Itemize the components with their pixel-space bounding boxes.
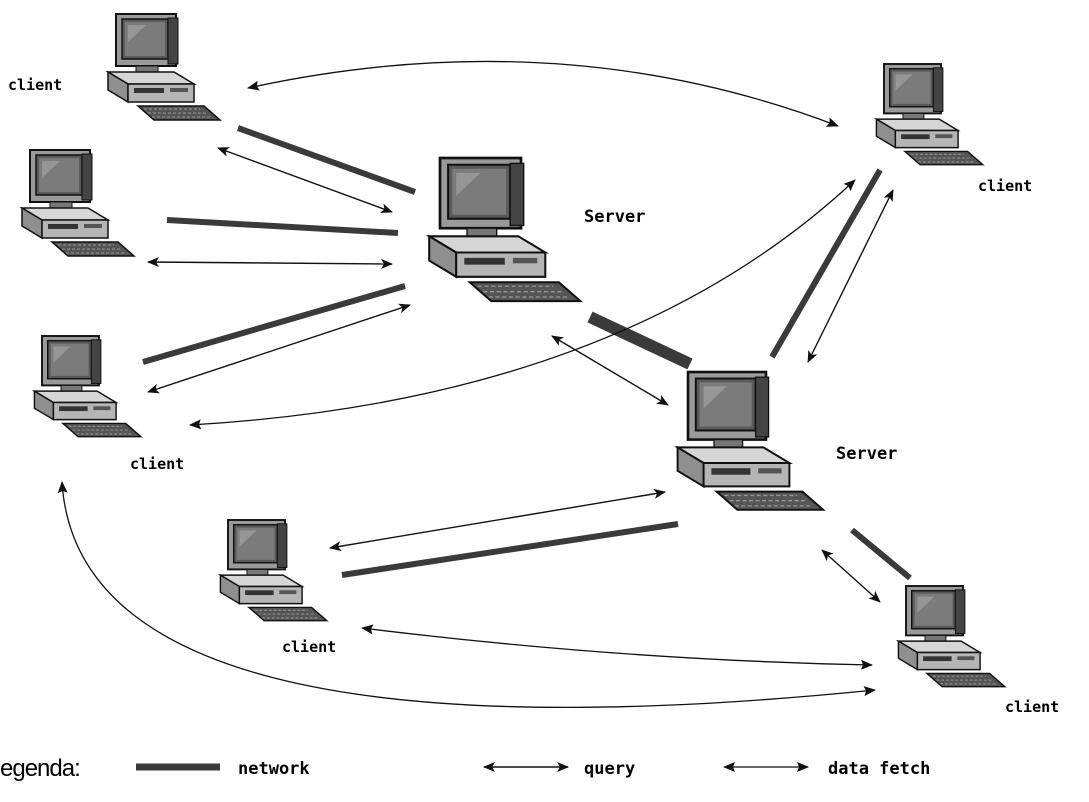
client-bottom-center[interactable] [219, 519, 328, 622]
legend: egenda: network query data fetch [0, 755, 930, 782]
label-client-mid-left: client [130, 455, 184, 473]
label-client-bottom-center: client [282, 638, 336, 656]
net-link-tl-server [236, 125, 417, 195]
query-br-server2 [821, 549, 881, 603]
fetch-bc-br [361, 624, 873, 670]
legend-network-label: network [238, 759, 310, 779]
data-fetch-arcs [57, 60, 876, 709]
net-link-tr-server2 [769, 168, 883, 359]
client-top-left[interactable] [107, 13, 221, 121]
net-link-ml-server [166, 217, 399, 236]
net-link-br-server2 [850, 527, 912, 581]
label-server-secondary: Server [836, 444, 897, 464]
client-mid-left[interactable] [21, 149, 135, 257]
net-link-server-server [587, 311, 693, 370]
fetch-left-tr [189, 179, 856, 430]
net-link-bc-server2 [341, 521, 679, 578]
query-bc-server2 [329, 488, 666, 552]
fetch-left-br [57, 481, 876, 709]
query-tl-server [217, 147, 393, 213]
client-bottom-right[interactable] [897, 585, 1006, 688]
server-main[interactable] [427, 156, 582, 303]
fetch-tl-tr [247, 60, 839, 127]
label-server-main: Server [584, 207, 645, 227]
label-client-top-left: client [8, 76, 62, 94]
legend-query-label: query [584, 759, 635, 779]
label-client-top-right: client [978, 177, 1032, 195]
query-ml-server [147, 257, 393, 269]
legend-title: egenda: [0, 755, 80, 782]
legend-fetch-label: data fetch [828, 759, 930, 779]
client-left[interactable] [33, 335, 142, 438]
server-secondary[interactable] [676, 370, 825, 512]
label-client-bottom-right: client [1005, 698, 1059, 716]
client-top-right[interactable] [875, 63, 984, 166]
